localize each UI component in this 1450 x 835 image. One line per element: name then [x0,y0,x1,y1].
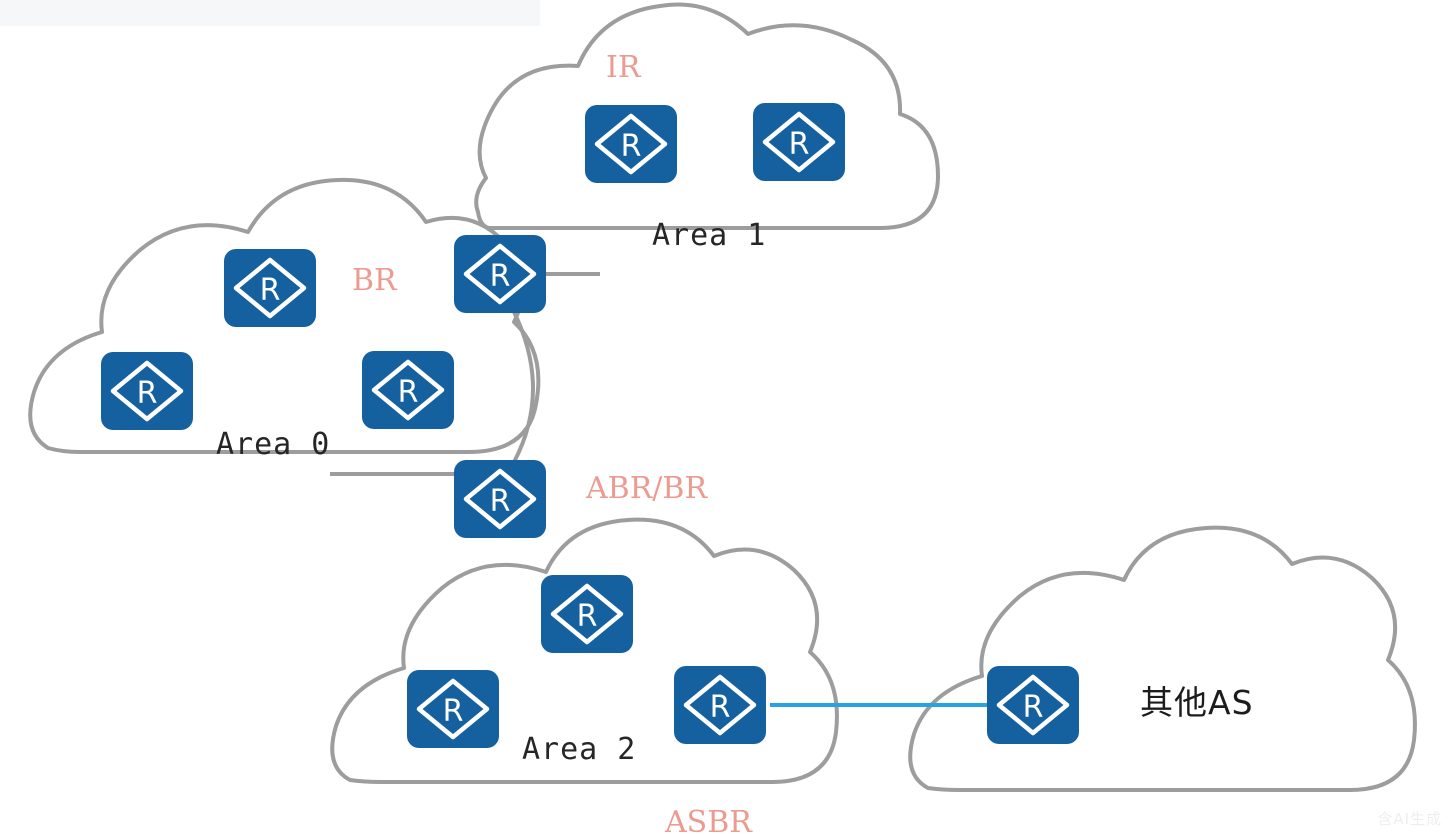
router-glyph-label: R [1023,690,1044,725]
router-area0-r1[interactable]: R [224,249,316,327]
router-area0-r2[interactable]: R [101,352,193,430]
router-other-as[interactable]: R [987,666,1079,744]
cloud-other-as [908,525,1417,792]
router-glyph-label: R [490,259,511,294]
link-br-to-abr [512,311,535,463]
router-glyph-label: R [260,273,281,308]
router-glyph-label: R [490,484,511,519]
router-glyph-label: R [577,599,598,634]
watermark: 含AI生成 [1377,810,1442,828]
cloud-area-1 [474,2,940,230]
router-glyph-label: R [621,129,642,164]
router-glyph-label: R [710,690,731,725]
router-glyph-label: R [789,127,810,162]
router-area2-r1[interactable]: R [541,575,633,653]
router-area0-r3[interactable]: R [362,351,454,429]
router-area2-r2[interactable]: R [407,670,499,748]
router-asbr[interactable]: R [674,666,766,744]
router-abr-br[interactable]: R [454,460,546,538]
router-br[interactable]: R [454,235,546,313]
top-banner-band [0,0,540,26]
router-area1-r1[interactable]: R [585,105,677,183]
router-area1-r2[interactable]: R [753,103,845,181]
router-glyph-label: R [137,376,158,411]
router-glyph-label: R [443,694,464,729]
router-glyph-label: R [398,375,419,410]
